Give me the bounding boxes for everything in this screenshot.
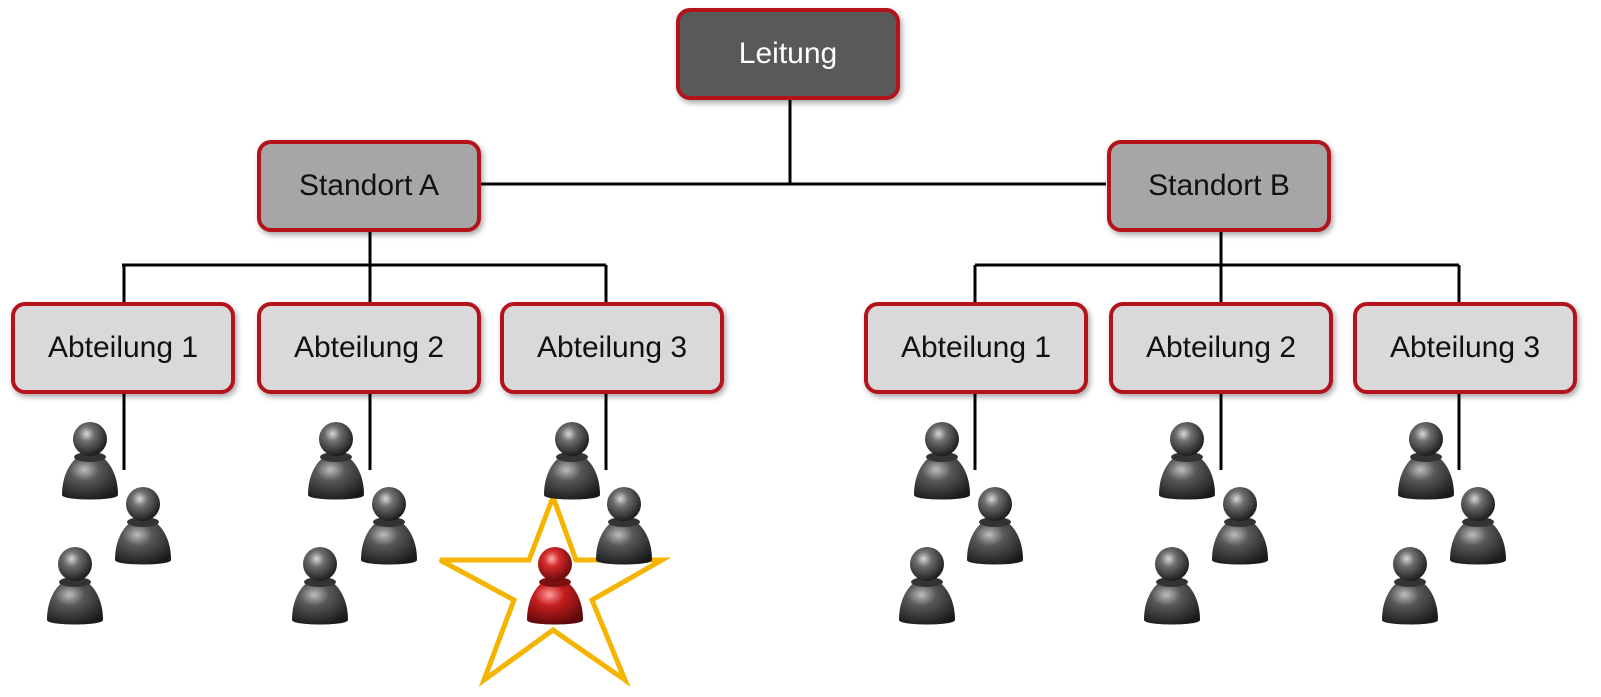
- person-icon: [361, 487, 417, 565]
- b-abteilung-1-box: Abteilung 1: [864, 302, 1088, 394]
- person-icon: [1212, 487, 1268, 565]
- highlighted-person-icon: [527, 547, 583, 625]
- person-icon: [1382, 547, 1438, 625]
- group-a1-persons: [47, 422, 171, 625]
- standort-b-box: Standort B: [1107, 140, 1331, 232]
- group-a3-persons: [527, 422, 652, 625]
- person-icon: [47, 547, 103, 625]
- group-b2-persons: [1144, 422, 1268, 625]
- group-b1-persons: [899, 422, 1023, 625]
- a-abteilung-3-box: Abteilung 3: [500, 302, 724, 394]
- person-icon: [899, 547, 955, 625]
- standort-a-label: Standort A: [298, 169, 440, 202]
- person-icon: [914, 422, 970, 500]
- b-abteilung-2-box: Abteilung 2: [1109, 302, 1333, 394]
- a-abteilung-3-label: Abteilung 3: [536, 331, 688, 364]
- standort-a-box: Standort A: [257, 140, 481, 232]
- person-icon: [1159, 422, 1215, 500]
- person-icon: [1450, 487, 1506, 565]
- person-icon: [115, 487, 171, 565]
- person-icon: [1398, 422, 1454, 500]
- standort-b-label: Standort B: [1148, 169, 1290, 202]
- person-icon: [292, 547, 348, 625]
- b-abteilung-3-label: Abteilung 3: [1389, 331, 1541, 364]
- leitung-label: Leitung: [738, 37, 838, 70]
- a-abteilung-1-box: Abteilung 1: [11, 302, 235, 394]
- leitung-box: Leitung: [676, 8, 900, 100]
- person-icon: [62, 422, 118, 500]
- group-a2-persons: [292, 422, 417, 625]
- person-icon: [596, 487, 652, 565]
- b-abteilung-1-label: Abteilung 1: [900, 331, 1052, 364]
- b-abteilung-2-label: Abteilung 2: [1145, 331, 1297, 364]
- person-icon: [1144, 547, 1200, 625]
- a-abteilung-1-label: Abteilung 1: [47, 331, 199, 364]
- person-icon: [308, 422, 364, 500]
- a-abteilung-2-box: Abteilung 2: [257, 302, 481, 394]
- b-abteilung-3-box: Abteilung 3: [1353, 302, 1577, 394]
- person-icon: [967, 487, 1023, 565]
- group-b3-persons: [1382, 422, 1506, 625]
- a-abteilung-2-label: Abteilung 2: [293, 331, 445, 364]
- person-icon: [544, 422, 600, 500]
